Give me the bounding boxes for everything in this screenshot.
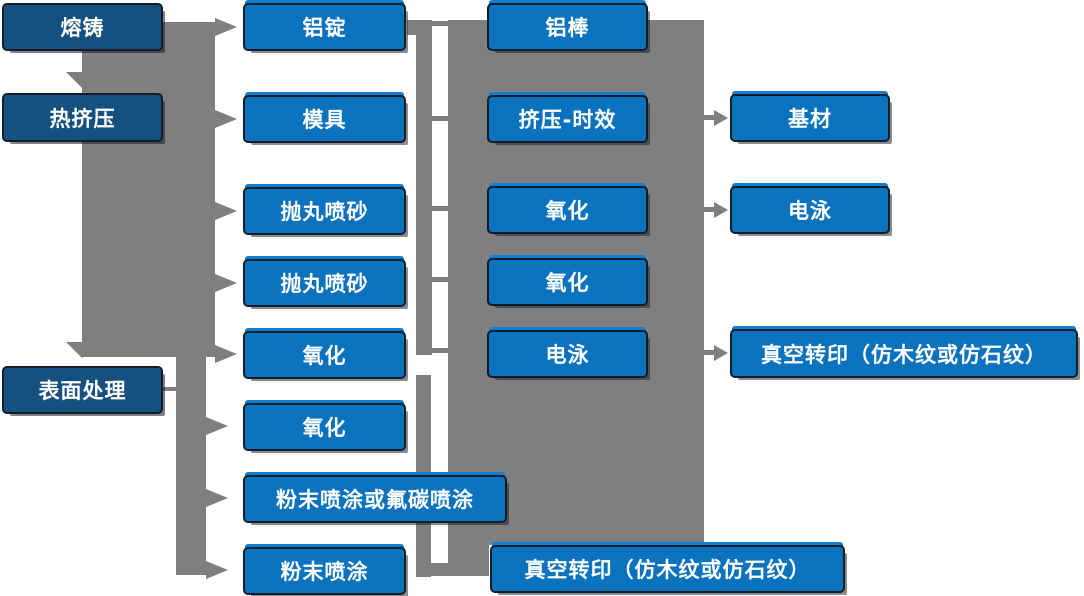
node-oxidation-3: 氧化 xyxy=(487,186,648,234)
node-powder-or-fluorocarbon-coating: 粉末喷涂或氟碳喷涂 xyxy=(243,475,507,523)
connector-mid-stub-2 xyxy=(431,116,448,121)
arrow-out-head-vacuum-transfer xyxy=(714,345,728,361)
arrow-right-powder-or-fluorocarbon xyxy=(206,489,228,507)
node-substrate: 基材 xyxy=(730,94,890,142)
node-hot-extrusion: 热挤压 xyxy=(2,93,163,142)
arrow-out-head-substrate xyxy=(714,110,728,126)
node-oxidation-4: 氧化 xyxy=(487,258,648,306)
arrow-right-oxidation-1 xyxy=(215,345,237,363)
node-electrophoresis-1: 电泳 xyxy=(487,330,648,378)
connector-stage-band xyxy=(82,22,215,357)
node-surface-treatment: 表面处理 xyxy=(2,366,163,414)
arrow-right-shot-blasting-2 xyxy=(215,274,237,292)
node-melting-casting: 熔铸 xyxy=(2,3,163,51)
node-shot-blasting-1: 抛丸喷砂 xyxy=(243,187,406,235)
arrow-right-die xyxy=(215,110,237,128)
arrow-right-powder-coating xyxy=(206,561,228,579)
arrow-out-stem-vacuum-transfer xyxy=(704,350,715,355)
arrow-right-shot-blasting-1 xyxy=(215,202,237,220)
arrow-right-aluminum-ingot xyxy=(215,18,237,36)
connector-mid-stub-4 xyxy=(431,277,448,282)
arrow-out-head-electrophoresis xyxy=(714,202,728,218)
connector-bottom-stub xyxy=(431,563,449,576)
node-aluminum-ingot: 铝锭 xyxy=(243,3,406,51)
connector-mid-stub-5 xyxy=(431,348,448,353)
node-oxidation-1: 氧化 xyxy=(243,331,406,379)
node-powder-coating: 粉末喷涂 xyxy=(243,547,406,595)
node-extrusion-aging: 挤压-时效 xyxy=(487,95,648,143)
arrow-down-to-hot-extrusion xyxy=(66,72,98,88)
connector-mid-rail-top xyxy=(416,20,432,355)
arrow-out-stem-substrate xyxy=(704,115,715,120)
arrow-right-oxidation-2 xyxy=(206,417,228,435)
arrow-down-to-surface-treatment xyxy=(66,342,98,358)
connector-mid-stub-3 xyxy=(431,206,448,211)
connector-block-foot xyxy=(448,545,489,576)
connector-mid-rail-tab xyxy=(407,20,417,35)
connector-mid-stub-1 xyxy=(431,21,448,26)
node-aluminum-rod: 铝棒 xyxy=(487,3,648,51)
node-die: 模具 xyxy=(243,95,406,143)
connector-surface-link xyxy=(163,387,176,391)
node-electrophoresis-2: 电泳 xyxy=(730,186,890,234)
connector-surface-band xyxy=(176,357,206,575)
node-vacuum-transfer-1: 真空转印（仿木纹或仿石纹） xyxy=(490,545,845,593)
arrow-out-stem-electrophoresis xyxy=(704,207,715,212)
node-vacuum-transfer-2: 真空转印（仿木纹或仿石纹） xyxy=(730,329,1078,378)
node-shot-blasting-2: 抛丸喷砂 xyxy=(243,259,406,307)
node-oxidation-2: 氧化 xyxy=(243,403,406,451)
